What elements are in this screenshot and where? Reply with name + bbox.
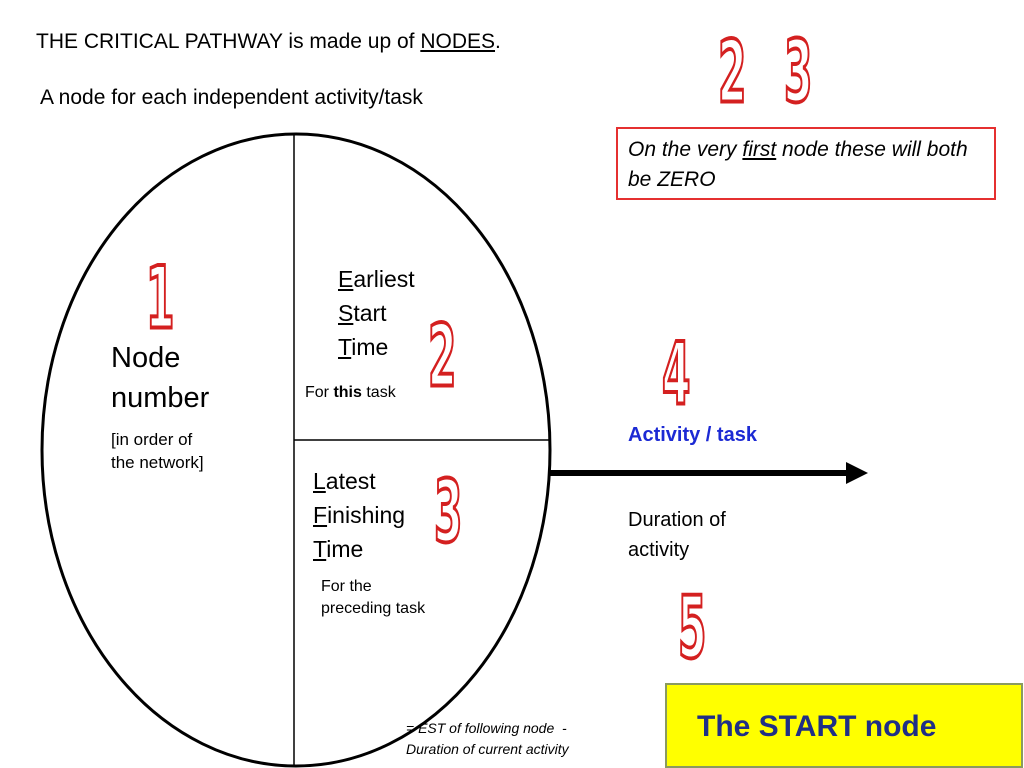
number-3-lft: 3	[433, 460, 463, 564]
number-5-duration: 5	[677, 576, 707, 680]
first-node-note: On the very first node these will both b…	[616, 127, 996, 200]
number-2-est: 2	[427, 304, 457, 408]
start-node-banner	[665, 683, 1023, 768]
activity-label: Activity / task	[628, 424, 757, 446]
page-title: THE CRITICAL PATHWAY is made up of NODES…	[36, 30, 501, 53]
duration-label: Duration of activity	[628, 509, 726, 561]
node-number-label: Node number	[111, 342, 210, 414]
activity-arrow-head	[846, 462, 868, 484]
number-3-top: 3	[783, 20, 813, 124]
number-1-node: 1	[145, 246, 175, 350]
page-subtitle: A node for each independent activity/tas…	[40, 86, 423, 109]
earliest-start-time-label: Earliest Start Time	[338, 266, 415, 360]
latest-finishing-time-label: Latest Finishing Time	[313, 468, 406, 562]
number-2-top: 2	[717, 20, 747, 124]
node-order-note: [in order of the network]	[111, 430, 204, 472]
lft-formula: = EST of following node -Duration of cur…	[406, 720, 569, 757]
node-ellipse	[40, 132, 552, 768]
start-node-text: The START node	[697, 710, 937, 743]
lft-task-note: For the preceding task	[321, 578, 426, 617]
est-task-note: For this task	[305, 384, 396, 401]
number-4-activity: 4	[661, 322, 691, 426]
